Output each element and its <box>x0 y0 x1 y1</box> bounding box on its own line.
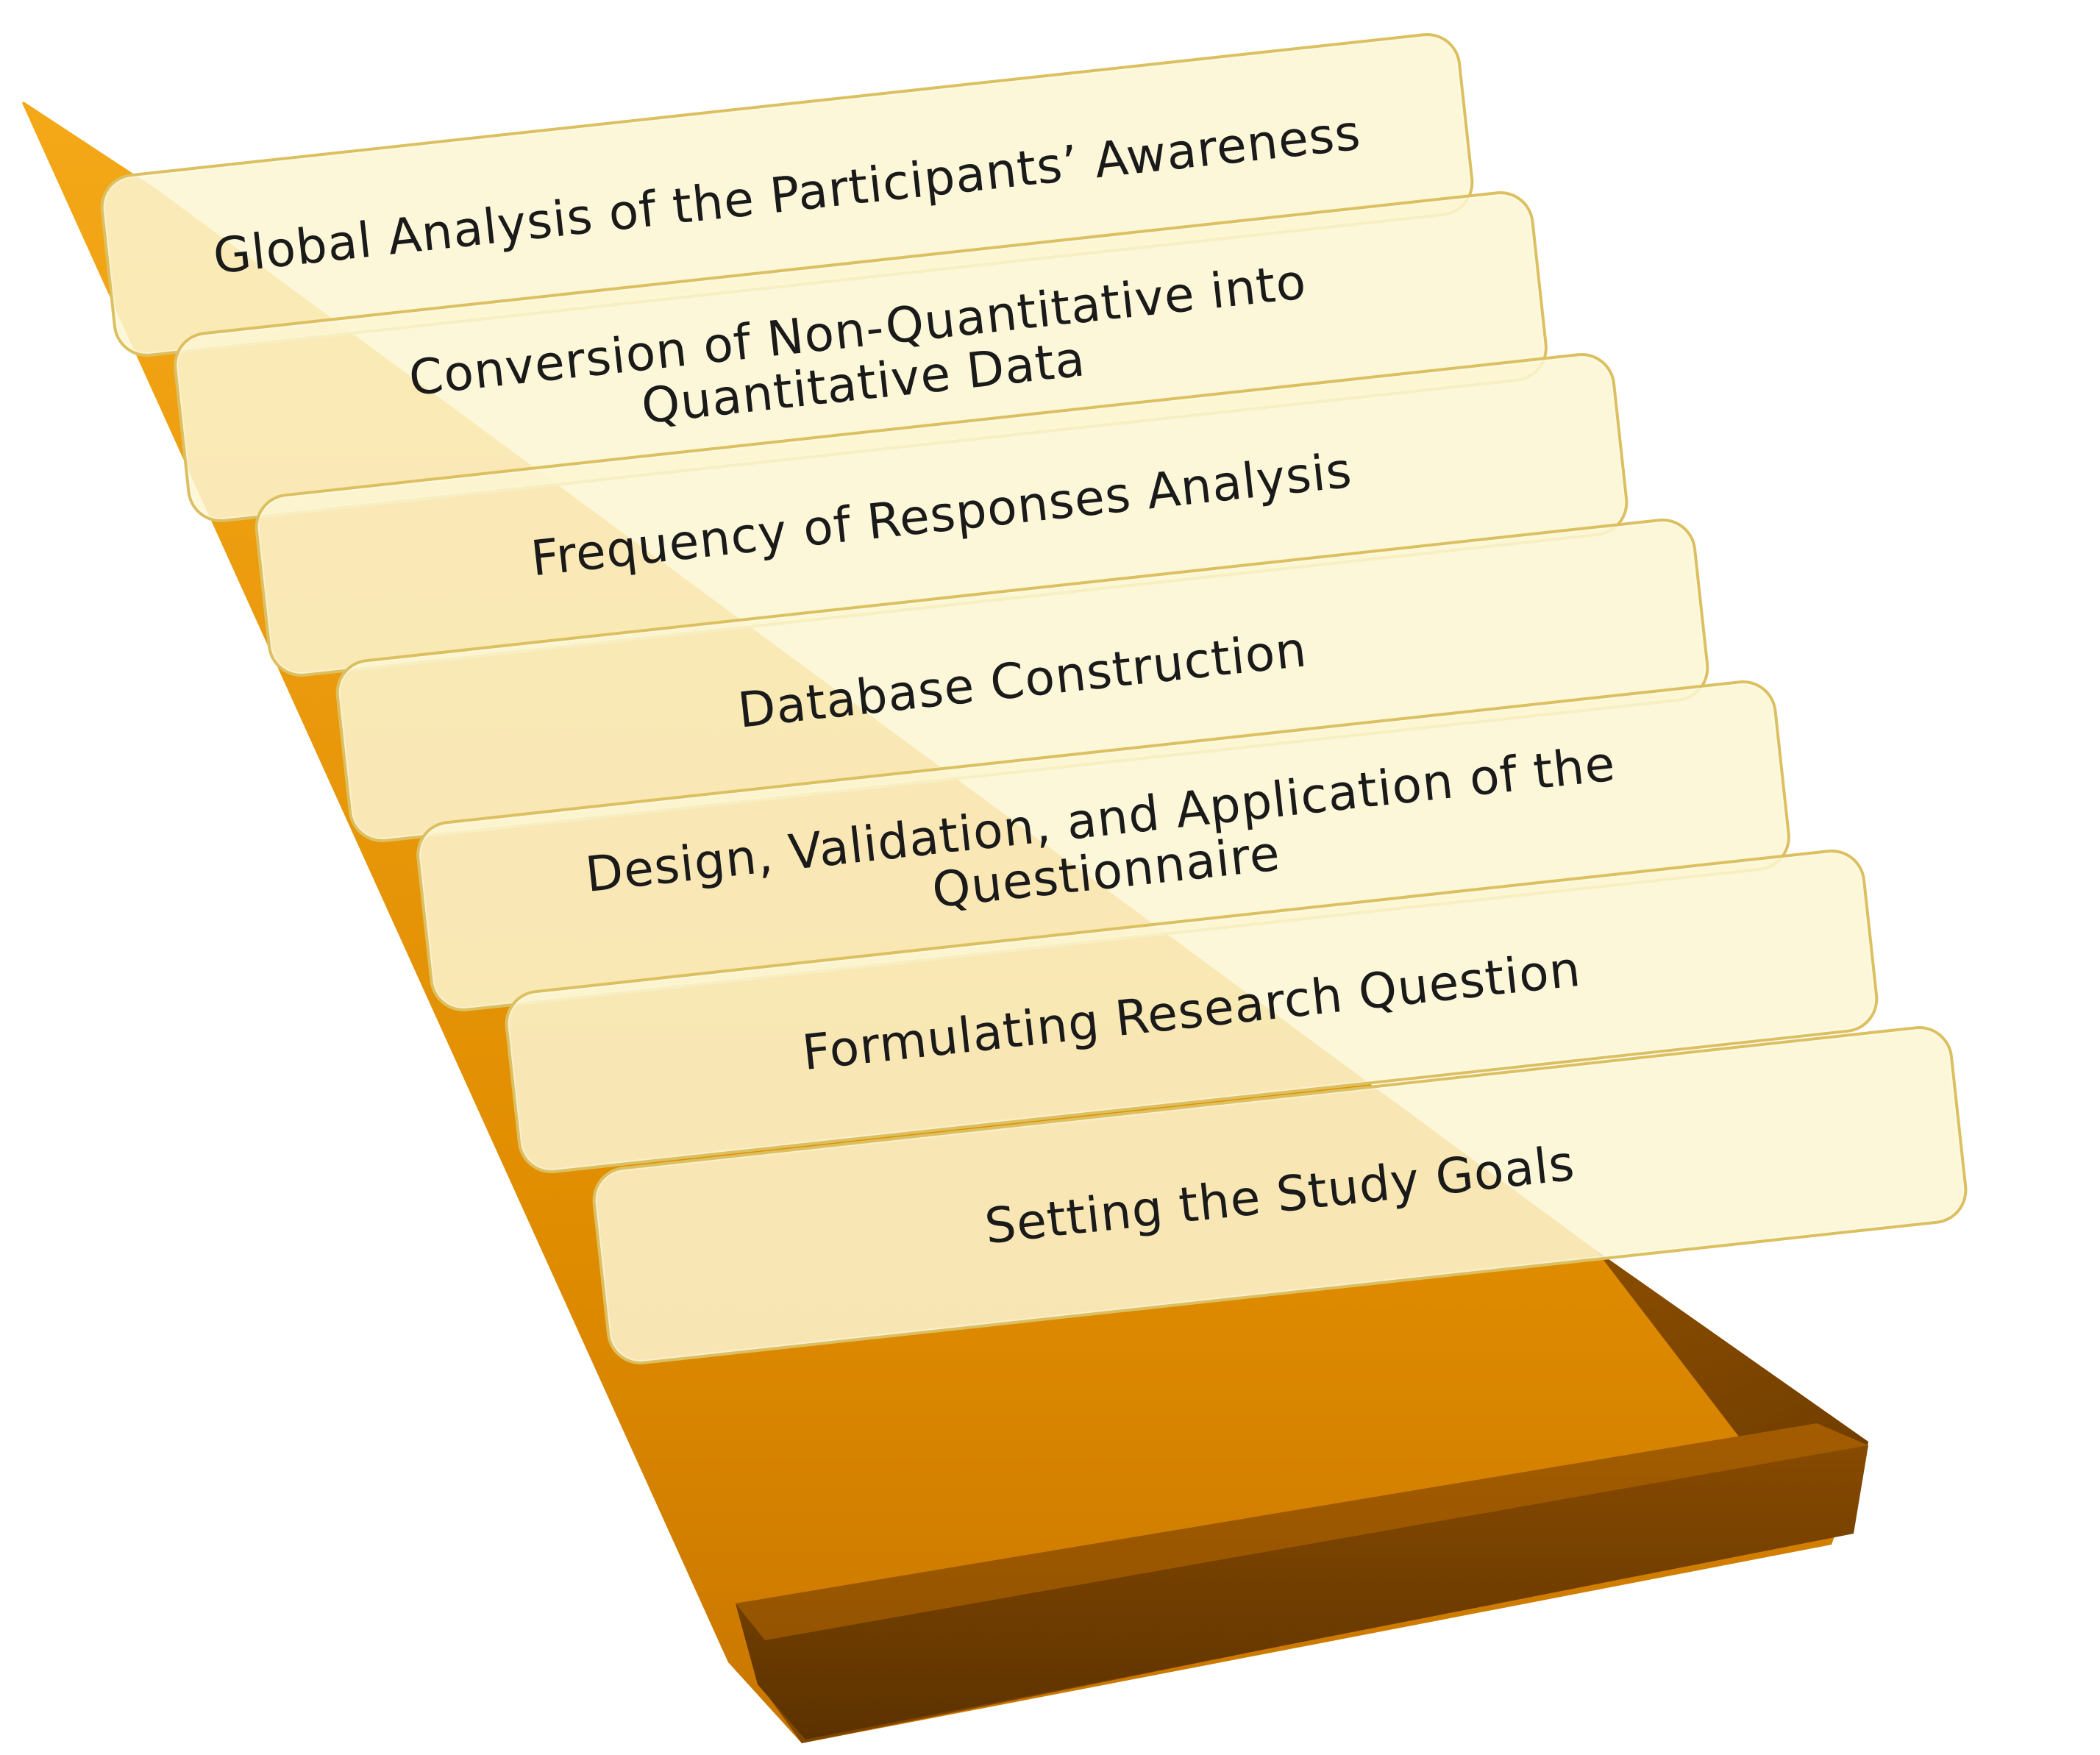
staircase-base-ledge <box>736 1423 1868 1740</box>
staircase-ledge-highlight <box>736 1423 1868 1640</box>
